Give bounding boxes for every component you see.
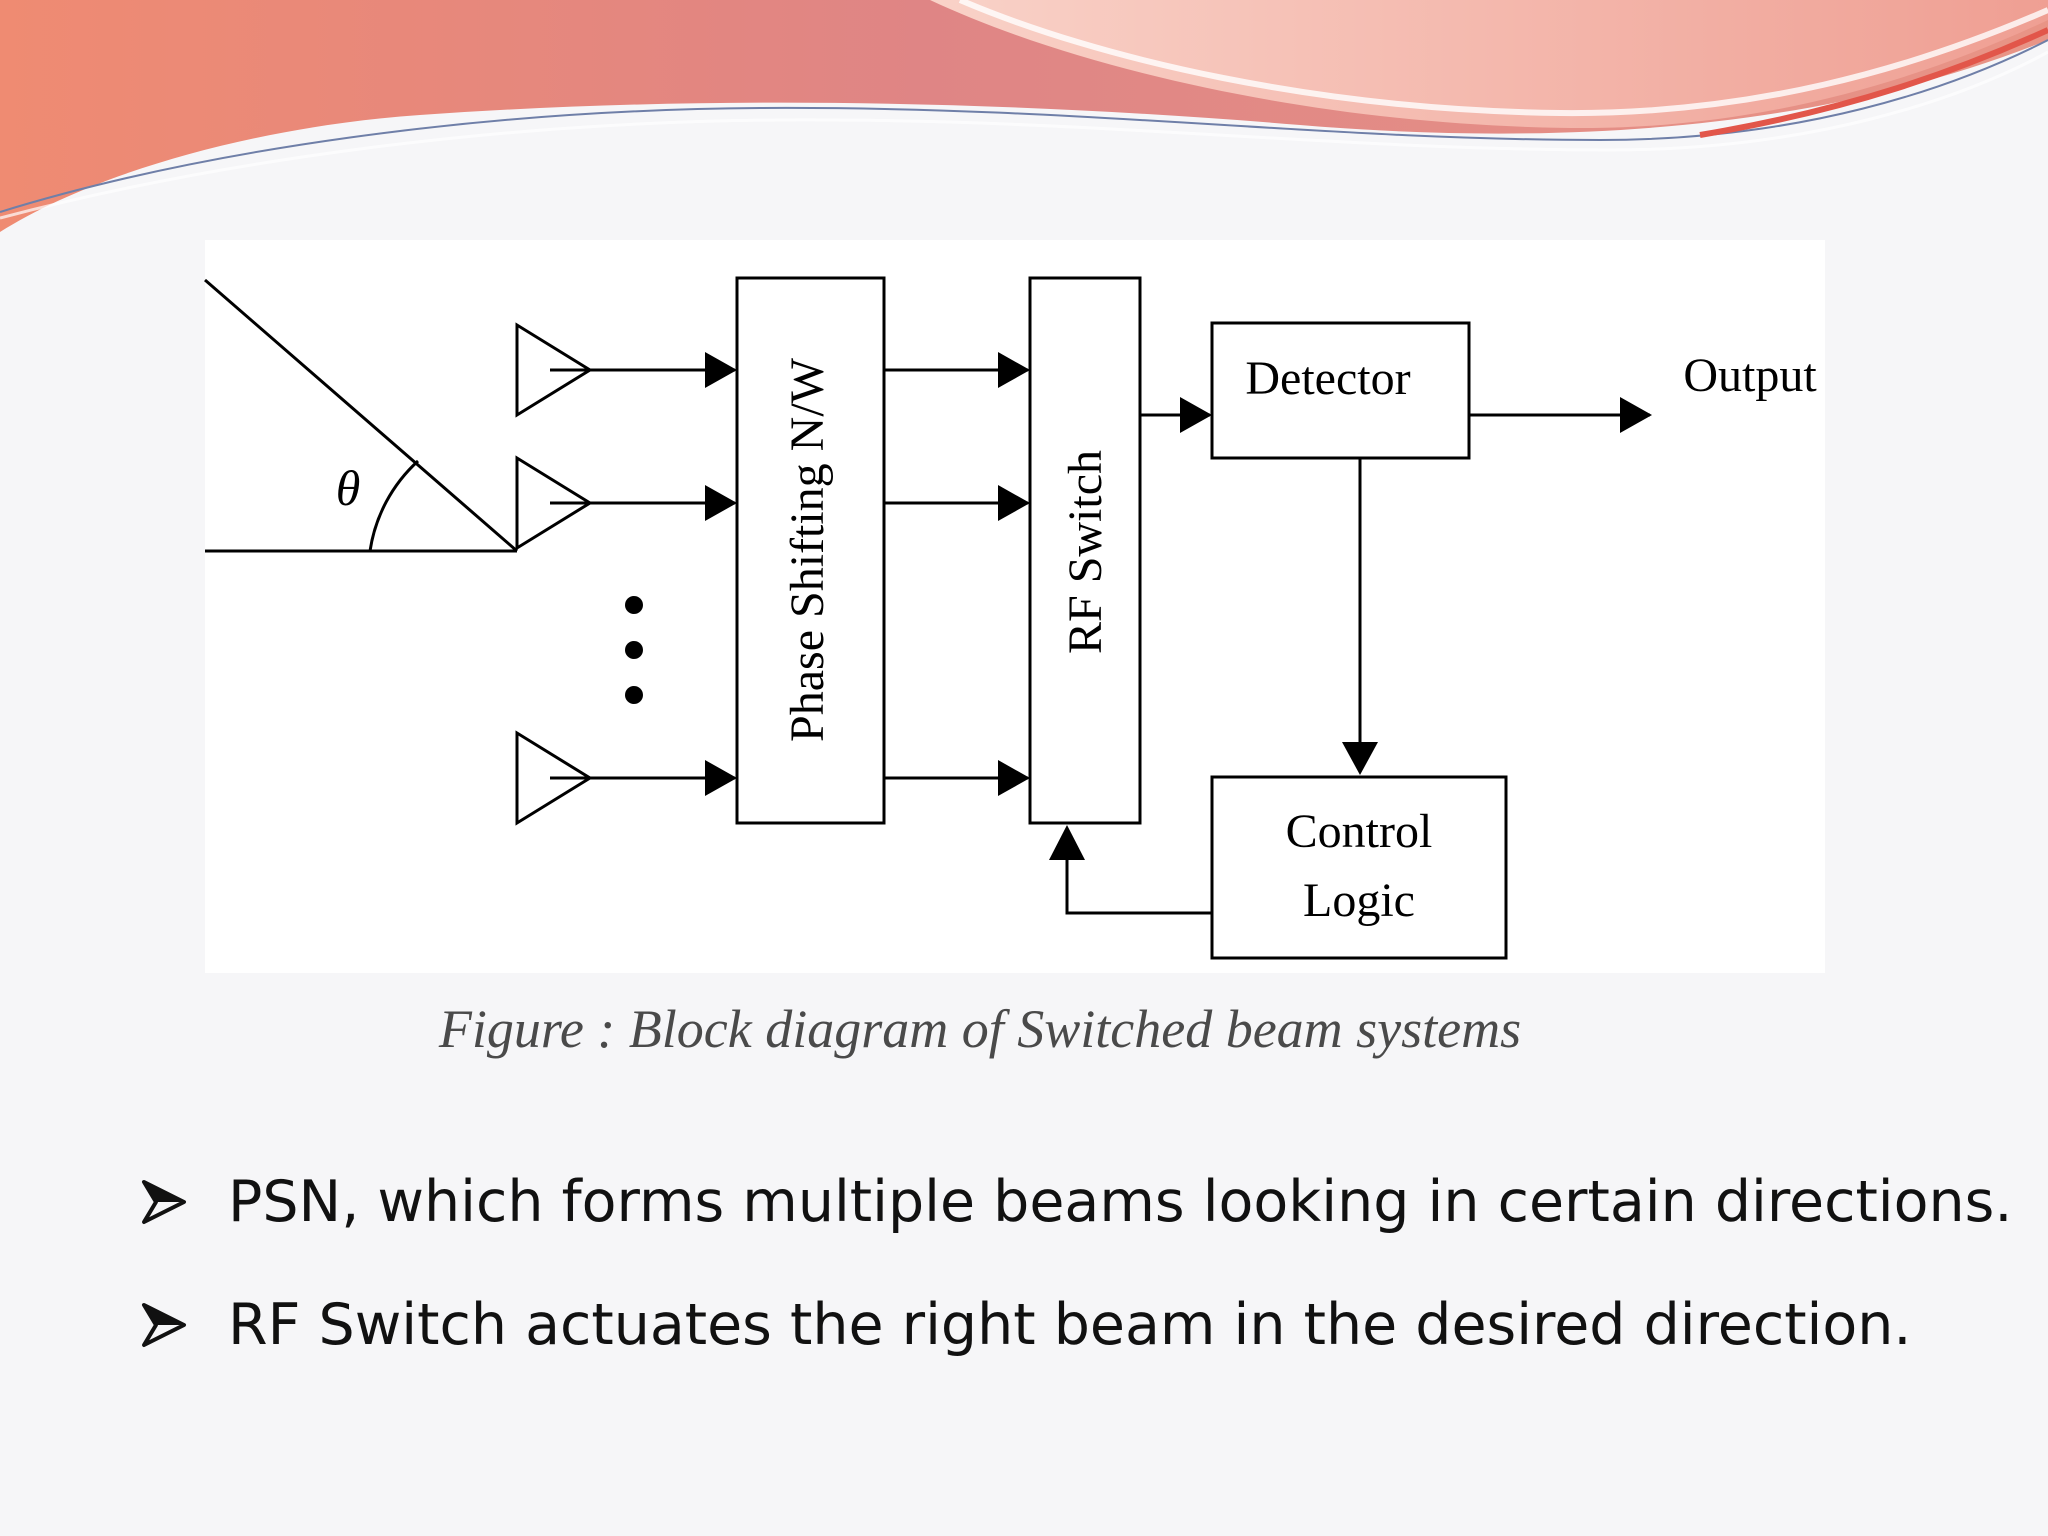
header-wave xyxy=(0,0,2048,232)
psn-arrowheads xyxy=(998,352,1030,796)
control-logic-label-line1: Control xyxy=(1286,805,1433,858)
phase-shifting-block xyxy=(735,276,886,825)
rf-switch-label: RF Switch xyxy=(1059,450,1112,654)
control-logic-label-line2: Logic xyxy=(1303,874,1415,927)
incident-wave xyxy=(204,278,518,553)
arrow-bullet-icon xyxy=(142,1302,186,1347)
switch-to-detector-arrowhead xyxy=(1180,397,1212,433)
output-label: Output xyxy=(1683,349,1817,402)
output-arrowhead xyxy=(1620,397,1652,433)
control-arrowhead xyxy=(1342,742,1378,775)
phase-shifting-label: Phase Shifting N/W xyxy=(781,357,834,742)
arrow-bullet-icon xyxy=(142,1179,186,1224)
ellipsis-dots xyxy=(625,596,643,704)
detector-block xyxy=(1210,321,1471,460)
psn-to-switch-arrows xyxy=(884,368,1028,780)
bullet-text: RF Switch actuates the right beam in the… xyxy=(228,1291,1912,1358)
bullet-item: RF Switch actuates the right beam in the… xyxy=(140,1263,2020,1386)
angle-label: θ xyxy=(336,460,361,516)
control-feedback-line xyxy=(1065,855,1212,915)
feedback-arrowhead xyxy=(1049,825,1085,860)
rf-switch-block xyxy=(1028,276,1142,825)
bullet-text: PSN, which forms multiple beams looking … xyxy=(228,1168,2013,1235)
antenna-to-psn-arrows xyxy=(550,368,735,780)
antenna-arrowheads xyxy=(705,352,737,796)
bullet-item: PSN, which forms multiple beams looking … xyxy=(140,1140,2020,1263)
detector-label: Detector xyxy=(1245,352,1410,405)
figure-caption: Figure : Block diagram of Switched beam … xyxy=(438,999,1522,1059)
bullet-list: PSN, which forms multiple beams looking … xyxy=(140,1140,2020,1386)
control-logic-block xyxy=(1210,775,1508,960)
